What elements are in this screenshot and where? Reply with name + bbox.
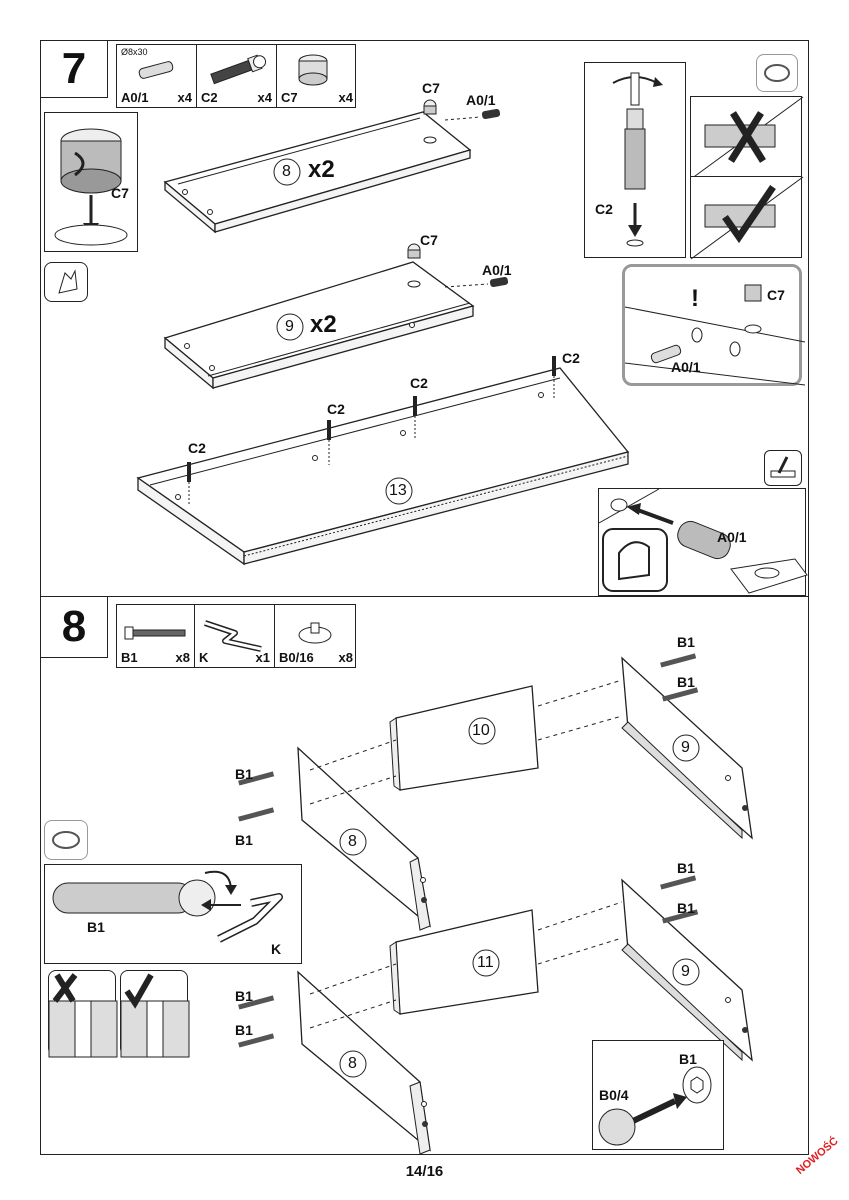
step-8-parts-list: B1 x8 K x1 B0/16 x8 <box>116 604 356 668</box>
a01-label: A0/1 <box>671 359 701 375</box>
panel-13-number: 13 <box>389 482 407 499</box>
part-k: K x1 <box>195 605 275 667</box>
cam-hole-warning-detail: ! C7 A0/1 <box>622 264 806 386</box>
b04-label: B0/4 <box>599 1087 629 1103</box>
b1-label: B1 <box>677 674 695 690</box>
b1-label: B1 <box>677 860 695 876</box>
cross-icon <box>48 973 118 1058</box>
c7-label: C7 <box>420 232 438 248</box>
board-edge-illustration <box>624 284 806 386</box>
panel-8-number: 8 <box>348 833 357 850</box>
wrong-cross-icon <box>690 96 804 180</box>
dowel-insert-illustration <box>598 488 808 594</box>
panel-8-board <box>136 99 630 566</box>
panel-8-number: 8 <box>282 163 291 180</box>
b1-label: B1 <box>87 919 105 935</box>
b1-label: B1 <box>235 766 253 782</box>
quantity-x2: x2 <box>308 156 335 183</box>
screw-cap-icon <box>298 622 332 644</box>
part-label: B0/16 <box>279 650 314 665</box>
panel-10-number: 10 <box>472 722 490 739</box>
c2-label: C2 <box>562 350 580 366</box>
part-label: A0/1 <box>121 90 149 105</box>
b1-label: B1 <box>677 634 695 650</box>
part-size: Ø8x30 <box>121 47 148 57</box>
c2-label: C2 <box>410 375 428 391</box>
c2-insert-detail: C2 <box>584 62 686 258</box>
rotate-icon <box>44 820 88 860</box>
hex-key-icon <box>204 620 262 652</box>
hand-tighten-icon <box>44 262 88 302</box>
cap-insert-detail: B1 B0/4 <box>592 1040 724 1150</box>
check-mark-icon <box>690 176 804 260</box>
part-qty: x4 <box>257 90 272 105</box>
c7-label: C7 <box>767 287 785 303</box>
a01-label: A0/1 <box>482 262 512 278</box>
c2-label: C2 <box>595 201 613 217</box>
quantity-x2: x2 <box>310 311 337 338</box>
wrong-screw-detail <box>48 970 118 1058</box>
step-7-parts-list: Ø8x30 A0/1 x4 C2 x4 C7 x4 <box>116 44 356 108</box>
panel-8-number: 8 <box>348 1055 357 1072</box>
part-qty: x1 <box>255 650 270 665</box>
a01-label: A0/1 <box>717 529 747 545</box>
b1-label: B1 <box>679 1051 697 1067</box>
part-qty: x4 <box>338 90 353 105</box>
panel-9-number: 9 <box>285 318 294 335</box>
part-qty: x8 <box>338 650 353 665</box>
b1-label: B1 <box>235 1022 253 1038</box>
right-way-detail <box>690 176 804 260</box>
step-divider <box>40 596 809 597</box>
part-a01: Ø8x30 A0/1 x4 <box>117 45 197 107</box>
c7-label: C7 <box>422 80 440 96</box>
hammer-icon <box>764 450 802 486</box>
a01-label: A0/1 <box>466 92 496 108</box>
step-8-number: 8 <box>40 596 108 658</box>
c7-label: C7 <box>111 185 129 201</box>
dowel-hammer-detail: A0/1 <box>598 488 808 596</box>
c2-label: C2 <box>188 440 206 456</box>
b1-label: B1 <box>677 900 695 916</box>
page-number: 14/16 <box>405 1163 444 1180</box>
cam-lock-icon <box>298 54 328 86</box>
part-qty: x8 <box>175 650 190 665</box>
screw-icon <box>124 626 186 640</box>
panel-9-number: 9 <box>681 739 690 756</box>
connector-bolt-icon <box>210 54 267 85</box>
part-qty: x4 <box>177 90 192 105</box>
part-b016: B0/16 x8 <box>275 605 357 667</box>
cam-lock-illustration <box>54 128 128 246</box>
part-label: C7 <box>281 90 298 105</box>
rotate-icon <box>756 54 798 92</box>
wrong-way-detail <box>690 96 804 180</box>
part-label: K <box>199 650 209 665</box>
warning-mark: ! <box>691 285 699 312</box>
part-label: B1 <box>121 650 138 665</box>
c2-label: C2 <box>327 401 345 417</box>
part-c7: C7 x4 <box>277 45 357 107</box>
check-icon <box>120 973 190 1058</box>
hex-key-illustration <box>52 870 283 943</box>
cam-insert-detail: C7 <box>44 112 138 252</box>
c2-screw-illustration <box>612 72 663 247</box>
b1-label: B1 <box>235 988 253 1004</box>
hex-key-screw-detail: B1 K <box>44 864 302 964</box>
right-screw-detail <box>120 970 190 1058</box>
panel-9-number: 9 <box>681 963 690 980</box>
part-b1: B1 x8 <box>117 605 195 667</box>
k-label: K <box>271 941 282 957</box>
step-7-number: 7 <box>40 40 108 98</box>
part-label: C2 <box>201 90 218 105</box>
panel-number-circles-step7 <box>273 158 413 505</box>
cap-illustration <box>598 1066 712 1146</box>
panel-11-number: 11 <box>477 954 494 971</box>
part-c2: C2 x4 <box>197 45 277 107</box>
dowel-icon <box>138 61 174 79</box>
b1-label: B1 <box>235 832 253 848</box>
